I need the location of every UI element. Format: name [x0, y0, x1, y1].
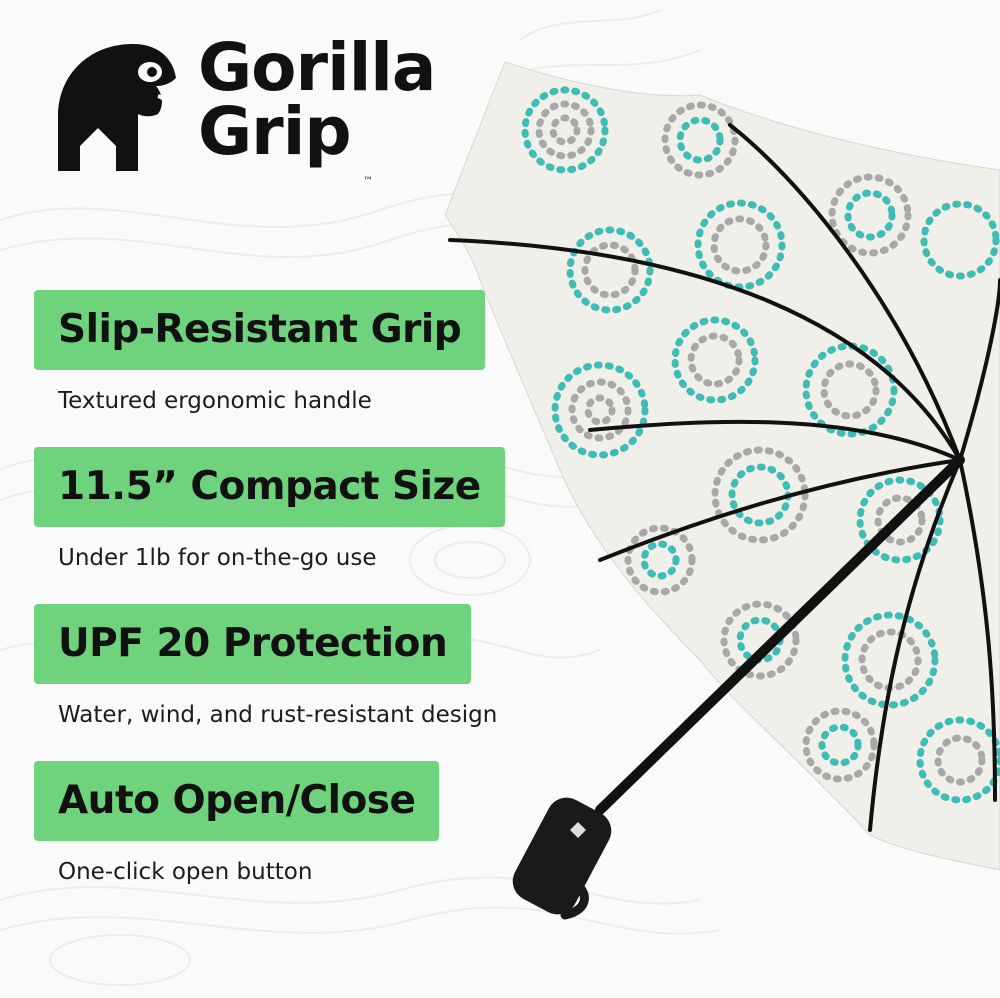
feature-title: Auto Open/Close	[34, 761, 440, 841]
canopy-pattern	[521, 86, 1000, 804]
umbrella-ribs	[448, 123, 1000, 832]
feature-title: 11.5” Compact Size	[34, 447, 505, 527]
wrist-strap	[560, 875, 589, 920]
brand-name-line2: Grip	[198, 93, 352, 170]
feature-slip-resistant: Slip-Resistant Grip Textured ergonomic h…	[34, 290, 486, 414]
feature-description: Textured ergonomic handle	[58, 388, 372, 414]
umbrella-image	[444, 61, 1000, 920]
trademark-symbol: ™	[363, 176, 373, 187]
feature-description: Under 1lb for on-the-go use	[58, 545, 377, 571]
brand-wordmark: Gorilla Grip	[198, 29, 436, 170]
feature-auto-open: Auto Open/Close One-click open button	[34, 761, 440, 885]
feature-title: Slip-Resistant Grip	[34, 290, 486, 370]
gorilla-icon	[58, 44, 176, 171]
feature-upf-protection: UPF 20 Protection Water, wind, and rust-…	[34, 604, 497, 728]
feature-description: Water, wind, and rust-resistant design	[58, 702, 498, 728]
umbrella-handle	[512, 797, 612, 920]
brand-header: Gorilla Grip ™	[38, 29, 468, 196]
feature-description: One-click open button	[58, 859, 313, 885]
auto-open-button	[570, 822, 586, 838]
feature-title: UPF 20 Protection	[34, 604, 472, 684]
umbrella-shaft	[595, 455, 965, 815]
feature-compact-size: 11.5” Compact Size Under 1lb for on-the-…	[34, 447, 505, 571]
brand-name-line1: Gorilla	[198, 29, 436, 106]
